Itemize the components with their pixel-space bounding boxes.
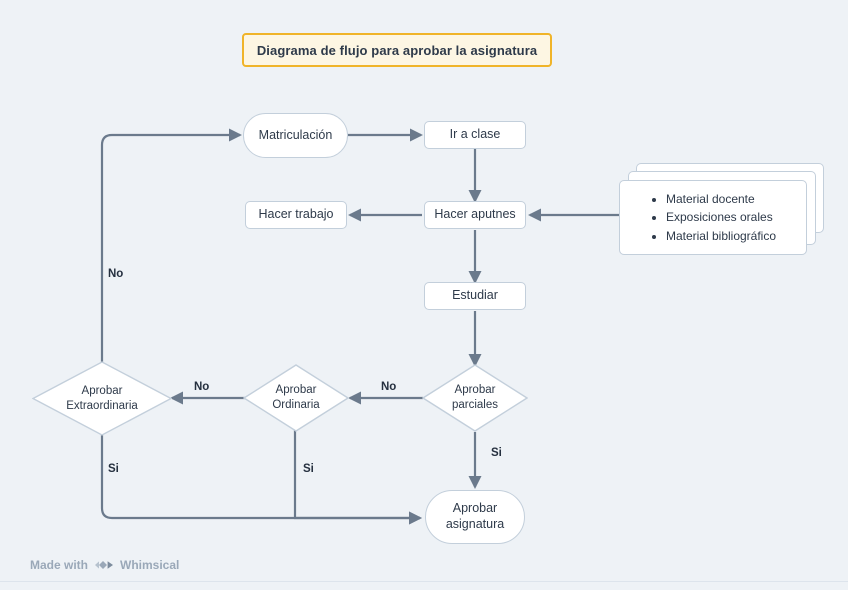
edge-label-no-ordinaria: No: [194, 381, 210, 393]
node-estudiar[interactable]: Estudiar: [424, 282, 526, 310]
node-hacer-apuntes-label: Hacer aputnes: [434, 207, 516, 222]
node-aprobar-asignatura-line2: asignatura: [445, 517, 505, 531]
whimsical-logo-icon: [94, 558, 114, 572]
node-matriculacion-label: Matriculación: [258, 127, 333, 142]
diamond-shape-extraordinaria: [32, 361, 172, 436]
edge-extraordinaria-si-to-aprobar-asignatura: [100, 435, 422, 525]
card-layer-front: Material docente Exposiciones orales Mat…: [619, 180, 807, 255]
edge-label-si-parciales: Si: [491, 447, 502, 459]
node-aprobar-asignatura[interactable]: Aprobar asignatura: [425, 490, 525, 544]
node-hacer-apuntes[interactable]: Hacer aputnes: [424, 201, 526, 229]
node-resources-card[interactable]: Material docente Exposiciones orales Mat…: [619, 163, 824, 255]
edge-label-si-extraordinaria: Si: [108, 463, 119, 475]
edge-label-si-ordinaria: Si: [303, 463, 314, 475]
node-estudiar-label: Estudiar: [452, 288, 498, 303]
edge-label-no-return: No: [108, 268, 124, 280]
node-hacer-trabajo[interactable]: Hacer trabajo: [245, 201, 347, 229]
edge-extraordinaria-no-to-matriculacion: [100, 128, 242, 362]
resources-list: Material docente Exposiciones orales Mat…: [650, 190, 776, 246]
diamond-shape-parciales: [422, 364, 528, 432]
footer-made-with-label: Made with: [30, 558, 89, 572]
resource-item: Exposiciones orales: [666, 208, 776, 227]
node-aprobar-ordinaria[interactable]: Aprobar Ordinaria: [243, 364, 349, 432]
diamond-shape-ordinaria: [243, 364, 349, 432]
edge-label-no-parciales: No: [381, 381, 397, 393]
node-aprobar-parciales[interactable]: Aprobar parciales: [422, 364, 528, 432]
footer-watermark[interactable]: Made with Whimsical: [30, 558, 179, 572]
node-ir-a-clase-label: Ir a clase: [449, 127, 501, 142]
node-matriculacion[interactable]: Matriculación: [243, 113, 348, 158]
node-hacer-trabajo-label: Hacer trabajo: [258, 207, 334, 222]
footer-brand-label: Whimsical: [120, 558, 180, 572]
node-ir-a-clase[interactable]: Ir a clase: [424, 121, 526, 149]
resource-item: Material docente: [666, 190, 776, 209]
node-aprobar-extraordinaria[interactable]: Aprobar Extraordinaria: [32, 361, 172, 436]
footer-divider: [0, 581, 848, 582]
page-title: Diagrama de flujo para aprobar la asigna…: [242, 33, 552, 67]
node-aprobar-asignatura-line1: Aprobar: [452, 501, 498, 516]
resource-item: Material bibliográfico: [666, 227, 776, 246]
